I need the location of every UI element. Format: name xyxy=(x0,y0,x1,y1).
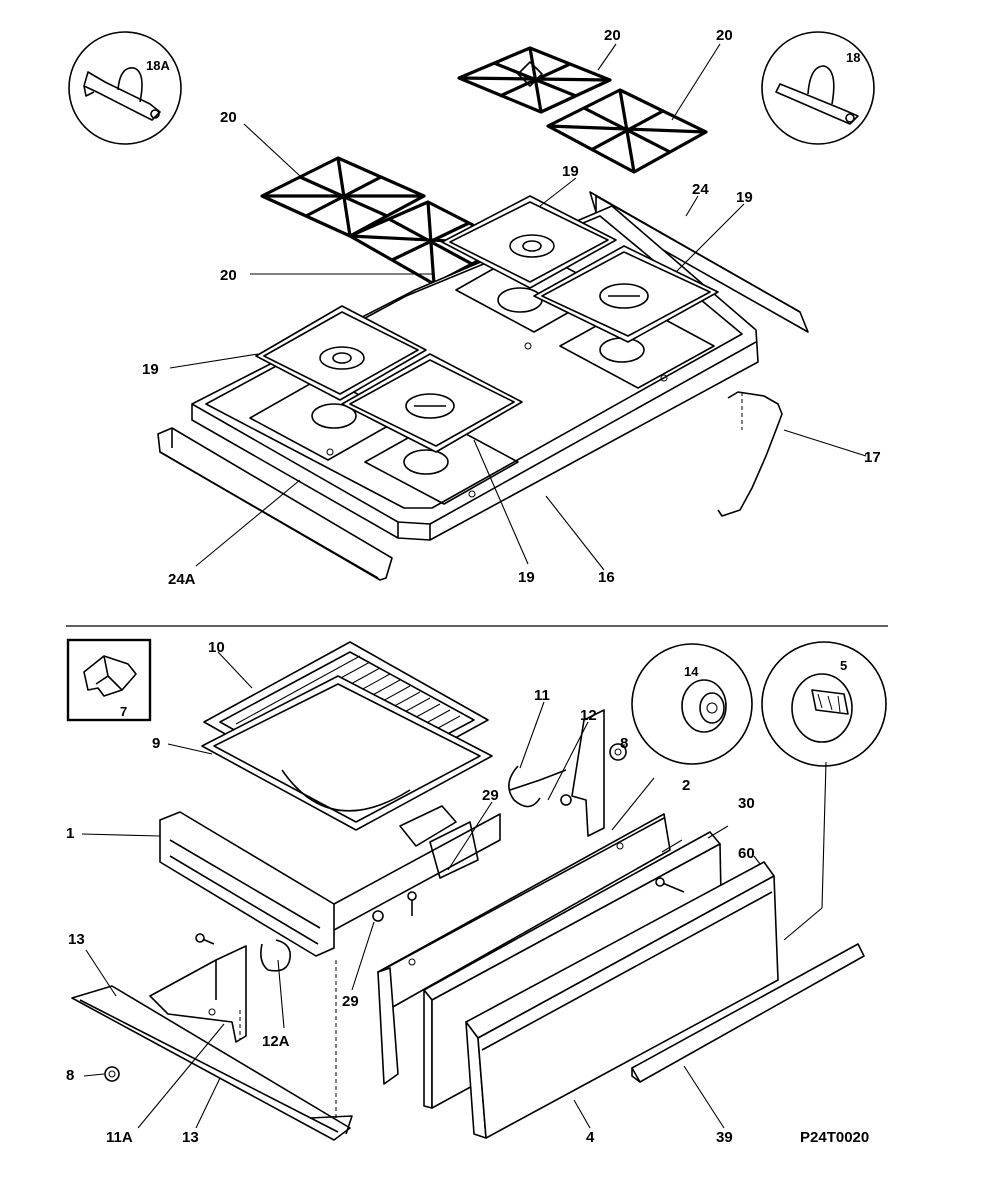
rail-13 xyxy=(71,985,353,1141)
callout-10: 10 xyxy=(208,639,225,656)
burner-pan-19-right xyxy=(533,245,719,343)
trim-39 xyxy=(631,943,865,1083)
callout-30: 30 xyxy=(738,795,755,812)
detail-box-7 xyxy=(66,638,152,722)
nut-8-lower xyxy=(104,1066,120,1082)
callout-19: 19 xyxy=(518,569,535,586)
callout-11: 11 xyxy=(534,687,550,704)
callout-29: 29 xyxy=(342,993,359,1010)
grate-upper-left xyxy=(457,46,612,114)
panel-2 xyxy=(377,813,671,1085)
burner-pan-19-rear xyxy=(441,195,617,289)
callout-16: 16 xyxy=(598,569,615,586)
rear-trim-24 xyxy=(589,191,809,333)
callout-labels: 20 20 18A 18 20 19 24 19 20 19 17 24A 19… xyxy=(66,27,881,1146)
callout-19: 19 xyxy=(562,163,579,180)
screws-misc xyxy=(195,891,417,945)
callout-20: 20 xyxy=(220,109,237,126)
callout-1: 1 xyxy=(66,825,74,842)
frame-1 xyxy=(159,805,501,957)
grate-left-rear xyxy=(260,156,426,238)
nut-8-upper xyxy=(609,743,627,761)
callout-9: 9 xyxy=(152,735,160,752)
figure-code: P24T0020 xyxy=(800,1129,869,1146)
leader-lines-top xyxy=(169,43,867,571)
rod-17 xyxy=(717,391,783,517)
callout-12: 12 xyxy=(580,707,597,724)
callout-20: 20 xyxy=(604,27,621,44)
callout-14: 14 xyxy=(684,664,699,679)
detail-circle-18A xyxy=(68,31,182,145)
callout-24: 24 xyxy=(692,181,709,198)
callout-8: 8 xyxy=(620,735,628,752)
callout-4: 4 xyxy=(586,1129,595,1146)
callout-2: 2 xyxy=(682,777,690,794)
screw-60 xyxy=(655,877,685,893)
grate-upper-right xyxy=(546,88,708,174)
callout-18: 18 xyxy=(846,50,860,65)
detail-circle-14 xyxy=(631,643,753,765)
callout-18A: 18A xyxy=(146,58,170,73)
callout-11A: 11A xyxy=(106,1129,133,1146)
callout-5: 5 xyxy=(840,658,847,673)
callout-20: 20 xyxy=(220,267,237,284)
front-trim-24A xyxy=(157,427,393,581)
callout-17: 17 xyxy=(864,449,881,466)
callout-39: 39 xyxy=(716,1129,733,1146)
callout-7: 7 xyxy=(120,704,127,719)
dashed-guides xyxy=(239,960,337,1120)
spring-12A xyxy=(260,939,292,972)
bracket-12 xyxy=(508,709,605,837)
outer-door-4 xyxy=(465,861,779,1139)
callout-12A: 12A xyxy=(262,1033,290,1050)
callout-8: 8 xyxy=(66,1067,74,1084)
callout-13: 13 xyxy=(182,1129,199,1146)
callout-29: 29 xyxy=(482,787,499,804)
callout-20: 20 xyxy=(716,27,733,44)
callout-13: 13 xyxy=(68,931,85,948)
leader-lines-bottom xyxy=(81,651,827,1129)
burner-pan-19-front xyxy=(341,353,523,453)
callout-19: 19 xyxy=(142,361,159,378)
callout-60: 60 xyxy=(738,845,755,862)
callout-19: 19 xyxy=(736,189,753,206)
callout-24A: 24A xyxy=(168,571,196,588)
burner-pan-19-left xyxy=(255,305,427,401)
grill-pan-9 xyxy=(201,675,493,831)
detail-circle-5 xyxy=(761,641,887,767)
detail-circle-18 xyxy=(761,31,875,145)
bracket-11A xyxy=(149,945,247,1043)
